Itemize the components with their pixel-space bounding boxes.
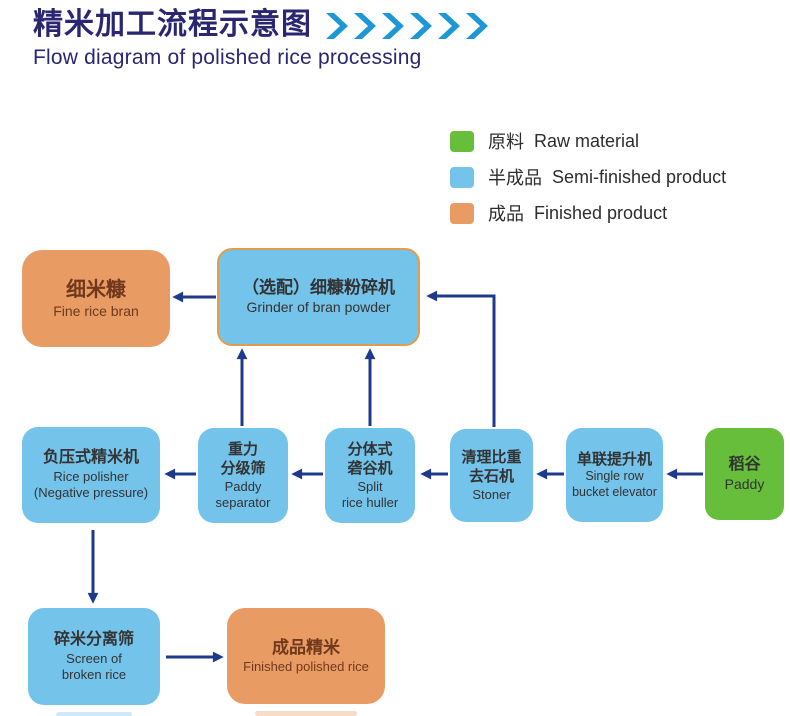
legend-item-finished: 成品 Finished product	[450, 202, 726, 224]
chevron-icon	[438, 12, 460, 39]
page-subtitle: Flow diagram of polished rice processing	[33, 46, 422, 69]
node-label-en: Stoner	[472, 486, 511, 502]
header: 精米加工流程示意图 Flow diagram of polished rice …	[33, 8, 488, 70]
node-label-en: Paddy	[724, 475, 765, 492]
node-label-zh: 碎米分离筛	[53, 630, 134, 648]
node-finished-polished-rice: 成品精米 Finished polished rice	[227, 608, 385, 716]
node-fine-rice-bran: 细米糠 Fine rice bran	[22, 250, 170, 347]
node-grinder-of-bran-powder: （选配）细糠粉碎机 Grinder of bran powder	[217, 248, 420, 346]
node-label-zh: 负压式精米机	[42, 449, 139, 467]
legend: 原料 Raw material 半成品 Semi-finished produc…	[450, 130, 726, 238]
node-label-zh: 去石机	[468, 468, 514, 486]
node-label-en: Rice polisher	[53, 469, 129, 485]
node-label-zh: 细米糠	[66, 278, 126, 301]
title-chevrons	[326, 12, 488, 39]
node-rice-polisher: 负压式精米机 Rice polisher (Negative pressure)	[22, 427, 160, 523]
legend-item-semi-finished: 半成品 Semi-finished product	[450, 166, 726, 188]
node-label-zh: 分级筛	[220, 460, 266, 478]
node-label-en: Finished polished rice	[243, 658, 369, 674]
node-label-en: rice huller	[341, 495, 399, 510]
legend-label-zh: 成品	[488, 204, 524, 224]
raw-material-swatch-icon	[450, 130, 474, 152]
node-label-zh: （选配）细糠粉碎机	[242, 278, 395, 298]
node-label-en: Fine rice bran	[53, 302, 139, 319]
node-label-zh: 稻谷	[728, 455, 761, 473]
node-label-zh: 单联提升机	[576, 450, 652, 468]
node-label-en: Single row	[585, 469, 644, 484]
node-screen-of-broken-rice: 碎米分离筛 Screen of broken rice	[28, 608, 160, 716]
chevron-icon	[410, 12, 432, 39]
node-label-en: Paddy	[224, 478, 262, 494]
node-label-en: Screen of	[66, 650, 122, 666]
node-paddy: 稻谷 Paddy	[705, 428, 784, 520]
legend-item-raw-material: 原料 Raw material	[450, 130, 726, 152]
finished-product-swatch-icon	[450, 202, 474, 224]
node-split-rice-huller: 分体式 砻谷机 Split rice huller	[325, 428, 415, 523]
node-label-zh: 清理比重	[461, 448, 522, 466]
node-label-en: broken rice	[61, 666, 127, 682]
semi-finished-swatch-icon	[450, 166, 474, 188]
node-bucket-elevator: 单联提升机 Single row bucket elevator	[566, 428, 663, 522]
legend-label-en: Finished product	[534, 202, 668, 223]
node-label-zh: 重力	[227, 440, 258, 458]
chevron-icon	[466, 12, 488, 39]
node-label-en: separator	[215, 495, 271, 510]
node-label-en: Grinder of bran powder	[246, 299, 391, 316]
node-stoner: 清理比重 去石机 Stoner	[450, 429, 533, 522]
chevron-icon	[382, 12, 404, 39]
arrow-stoner-to-grinder	[426, 290, 496, 427]
node-label-zh: 砻谷机	[347, 460, 393, 478]
node-label-zh: 分体式	[347, 440, 393, 458]
node-label-en: Split	[357, 478, 383, 494]
legend-label-en: Semi-finished product	[552, 166, 727, 187]
legend-label-en: Raw material	[534, 130, 640, 151]
node-paddy-separator: 重力 分级筛 Paddy separator	[198, 428, 288, 523]
node-label-zh: 成品精米	[272, 637, 340, 657]
chevron-icon	[326, 12, 348, 39]
legend-label-zh: 半成品	[488, 168, 542, 188]
chevron-icon	[354, 12, 376, 39]
page-title-zh: 精米加工流程示意图	[33, 8, 312, 41]
legend-label-zh: 原料	[488, 132, 524, 152]
node-label-en: bucket elevator	[572, 484, 657, 499]
node-label-en: (Negative pressure)	[33, 485, 149, 501]
